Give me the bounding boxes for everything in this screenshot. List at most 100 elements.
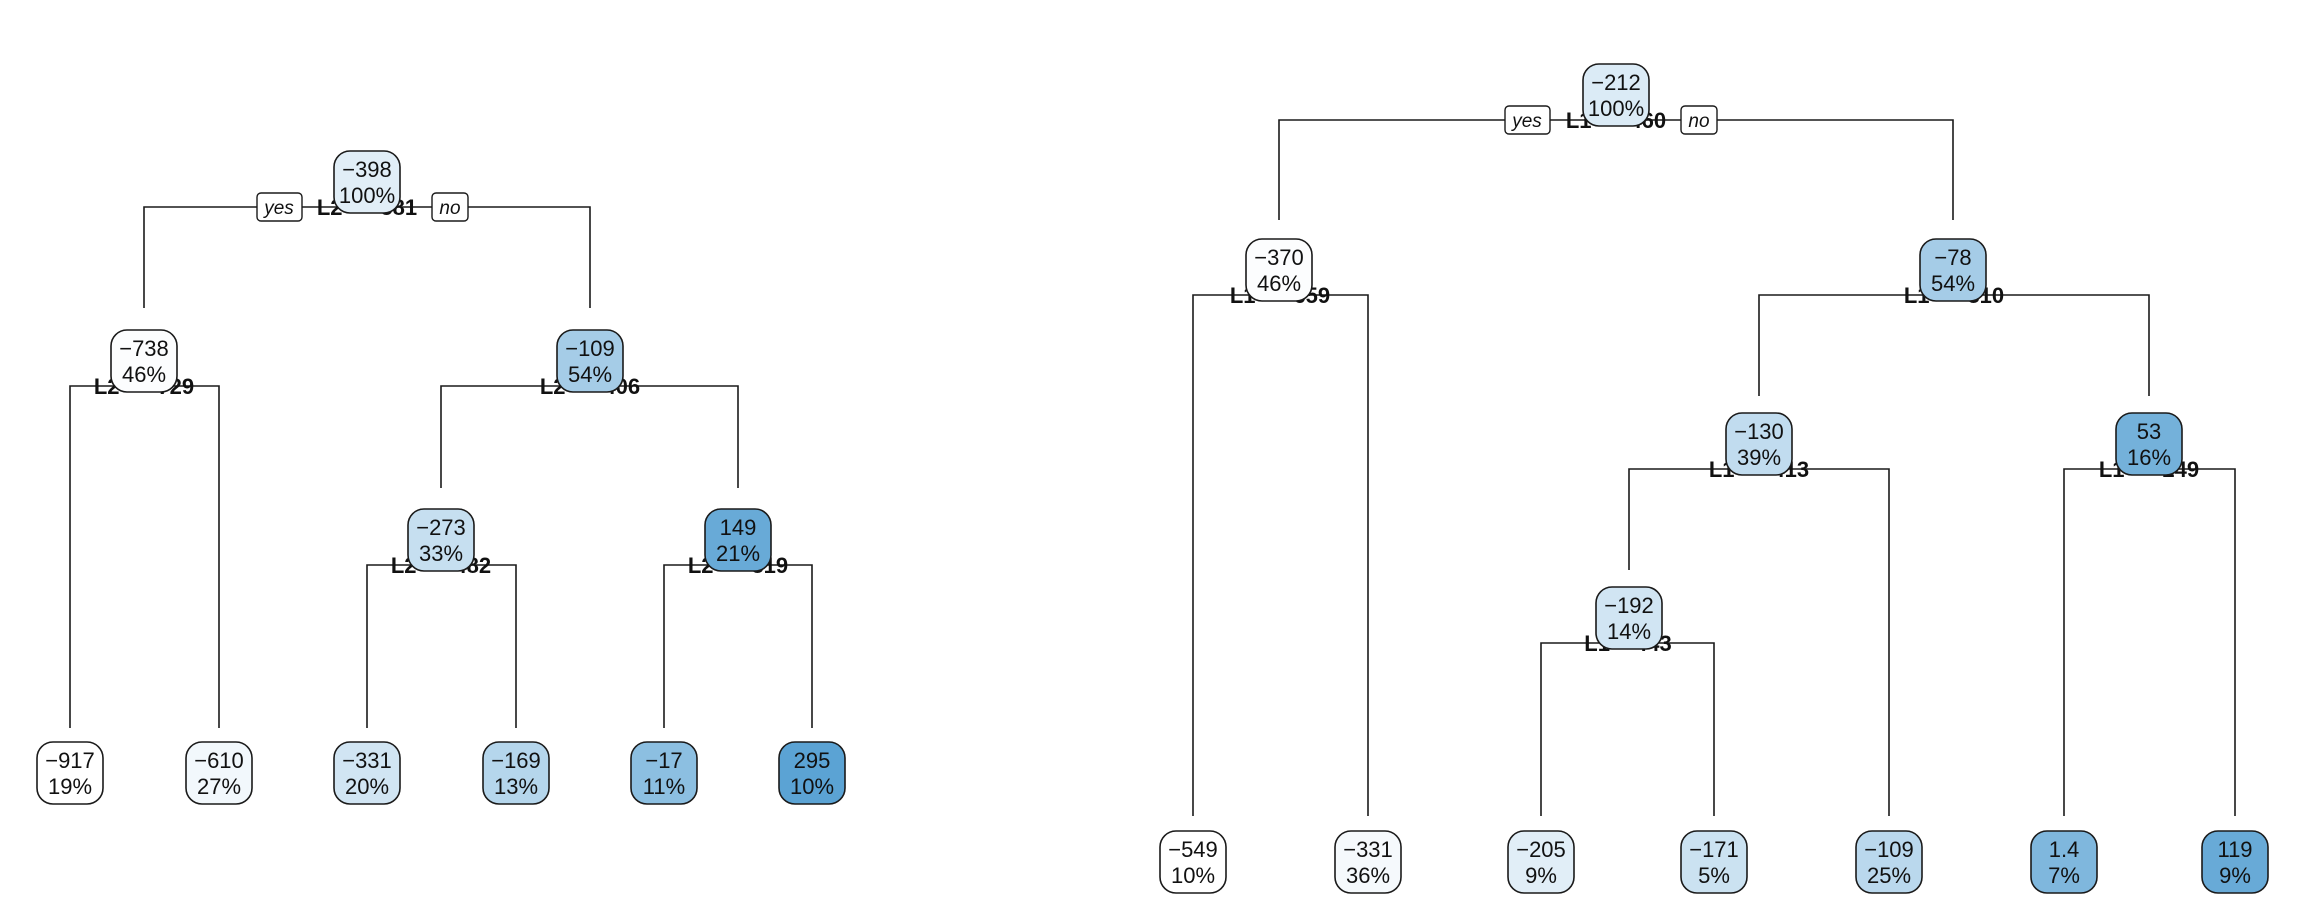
node-box — [185, 741, 253, 805]
node-box — [1245, 238, 1313, 302]
node-box — [407, 508, 475, 572]
node-percent: 33% — [419, 541, 463, 566]
node-percent: 13% — [494, 774, 538, 799]
node-box — [1507, 830, 1575, 894]
node-box — [1159, 830, 1227, 894]
node-box — [778, 741, 846, 805]
node-percent: 10% — [790, 774, 834, 799]
node-value: 1.4 — [2049, 837, 2080, 862]
edge-b1 — [1192, 294, 1369, 816]
node-box — [1595, 586, 1663, 650]
no-label: no — [1688, 111, 1709, 132]
node-value: −370 — [1254, 245, 1304, 270]
node-value: −205 — [1516, 837, 1566, 862]
node-value: −171 — [1689, 837, 1739, 862]
node-value: −273 — [416, 515, 466, 540]
node-value: −398 — [342, 157, 392, 182]
node-value: −192 — [1604, 593, 1654, 618]
node-box — [482, 741, 550, 805]
node-value: 119 — [2217, 837, 2252, 862]
node-box — [2030, 830, 2098, 894]
node-value: −738 — [119, 336, 169, 361]
node-box — [2115, 412, 2183, 476]
node-box — [333, 150, 401, 214]
no-label: no — [439, 198, 460, 219]
node-percent: 54% — [568, 362, 612, 387]
node-value: 295 — [794, 748, 831, 773]
node-percent: 7% — [2048, 863, 2080, 888]
edge-a0 — [143, 206, 591, 308]
tree-right: yes no L1 >= 460 L1 >= 659 L1 >= 310 L1 … — [1159, 63, 2269, 894]
node-percent: 19% — [48, 774, 92, 799]
node-value: 53 — [2137, 419, 2161, 444]
node-percent: 9% — [1525, 863, 1557, 888]
node-percent: 100% — [339, 183, 395, 208]
node-box — [110, 329, 178, 393]
node-box — [2201, 830, 2269, 894]
no-label-box — [431, 192, 469, 222]
tree-node: 1.47% — [2030, 830, 2098, 894]
node-box — [1855, 830, 1923, 894]
node-percent: 36% — [1346, 863, 1390, 888]
node-box — [704, 508, 772, 572]
node-value: −17 — [645, 748, 682, 773]
node-percent: 5% — [1698, 863, 1730, 888]
node-percent: 16% — [2127, 445, 2171, 470]
node-percent: 54% — [1931, 271, 1975, 296]
no-label-box — [1680, 105, 1718, 135]
node-percent: 20% — [345, 774, 389, 799]
edge-a2 — [440, 385, 739, 488]
node-box — [630, 741, 698, 805]
edge-b2 — [1758, 294, 2150, 396]
node-percent: 9% — [2219, 863, 2251, 888]
node-value: −109 — [1864, 837, 1914, 862]
edge-a1 — [69, 385, 220, 728]
node-value: −109 — [565, 336, 615, 361]
node-value: 149 — [720, 515, 757, 540]
edge-a5 — [366, 564, 517, 728]
edge-b7 — [1540, 642, 1715, 816]
node-percent: 10% — [1171, 863, 1215, 888]
node-box — [1919, 238, 1987, 302]
node-percent: 14% — [1607, 619, 1651, 644]
node-percent: 39% — [1737, 445, 1781, 470]
node-value: −331 — [342, 748, 392, 773]
node-percent: 46% — [122, 362, 166, 387]
node-percent: 46% — [1257, 271, 1301, 296]
node-box — [36, 741, 104, 805]
node-box — [1334, 830, 1402, 894]
edge-b6 — [2063, 468, 2236, 816]
node-box — [556, 329, 624, 393]
node-box — [1582, 63, 1650, 127]
node-value: −130 — [1734, 419, 1784, 444]
node-value: −169 — [491, 748, 541, 773]
yes-label-box — [256, 192, 303, 222]
node-box — [1680, 830, 1748, 894]
node-percent: 100% — [1588, 96, 1644, 121]
yes-label: yes — [262, 198, 294, 219]
node-value: −549 — [1168, 837, 1218, 862]
node-box — [1725, 412, 1793, 476]
node-value: −917 — [45, 748, 95, 773]
yes-label-box — [1504, 105, 1551, 135]
node-value: −610 — [194, 748, 244, 773]
